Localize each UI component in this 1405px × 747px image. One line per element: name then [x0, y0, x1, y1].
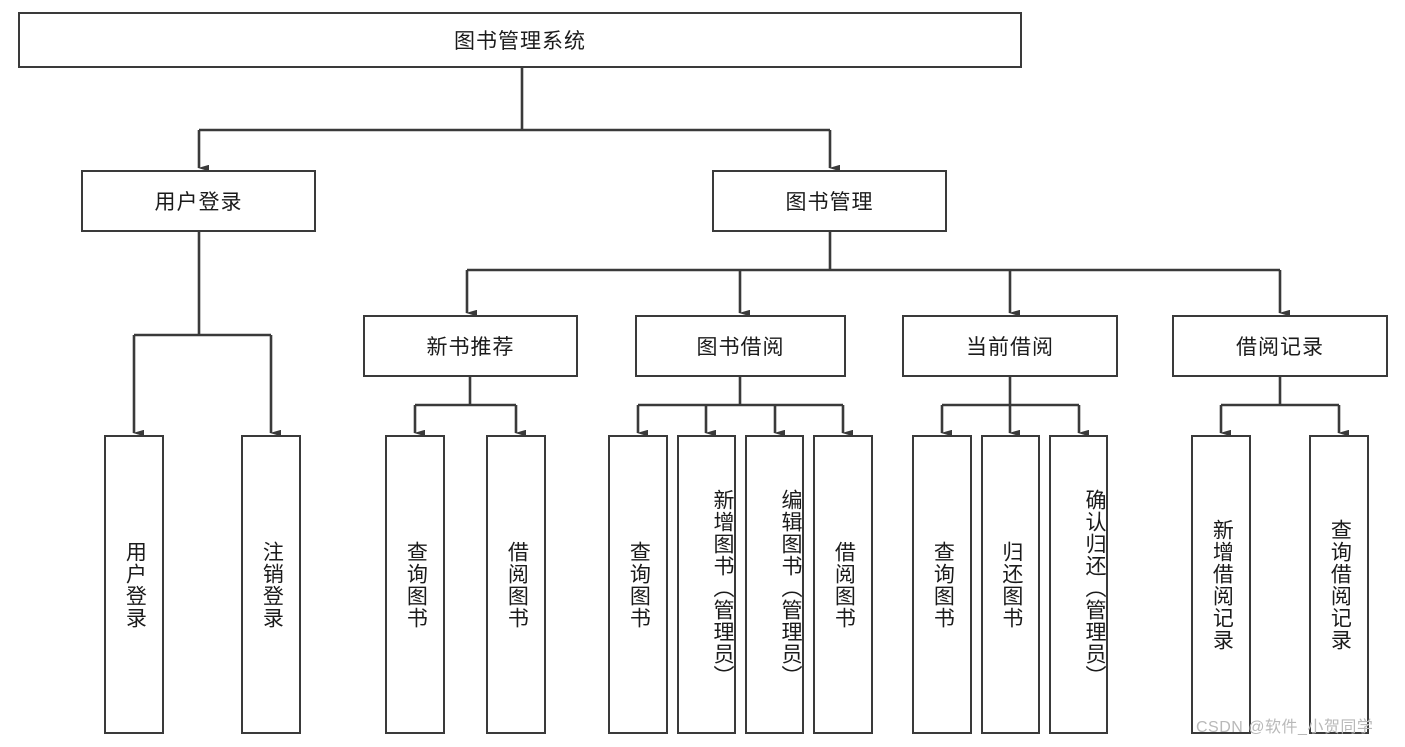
- node-new-book-recommend[interactable]: 新书推荐: [363, 315, 578, 377]
- node-current-borrow[interactable]: 当前借阅: [902, 315, 1118, 377]
- leaf-borrow-book[interactable]: 借阅图书: [813, 435, 873, 734]
- leaf-confirm-return-admin[interactable]: 确认归还（管理员）: [1049, 435, 1108, 734]
- leaf-query-borrow-record[interactable]: 查询借阅记录: [1309, 435, 1369, 734]
- leaf-edit-book-admin[interactable]: 编辑图书（管理员）: [745, 435, 804, 734]
- leaf-add-borrow-record[interactable]: 新增借阅记录: [1191, 435, 1251, 734]
- leaf-user-login[interactable]: 用户登录: [104, 435, 164, 734]
- node-borrow-record[interactable]: 借阅记录: [1172, 315, 1388, 377]
- leaf-return-book[interactable]: 归还图书: [981, 435, 1040, 734]
- leaf-query-book-current[interactable]: 查询图书: [912, 435, 972, 734]
- leaf-query-book-borrow[interactable]: 查询图书: [608, 435, 668, 734]
- csdn-watermark: CSDN @软件_小贺同学: [1196, 719, 1374, 736]
- node-book-management[interactable]: 图书管理: [712, 170, 947, 232]
- leaf-borrow-book-recommend[interactable]: 借阅图书: [486, 435, 546, 734]
- node-root[interactable]: 图书管理系统: [18, 12, 1022, 68]
- node-user-login[interactable]: 用户登录: [81, 170, 316, 232]
- leaf-logout-login[interactable]: 注销登录: [241, 435, 301, 734]
- leaf-query-book-recommend[interactable]: 查询图书: [385, 435, 445, 734]
- leaf-add-book-admin[interactable]: 新增图书（管理员）: [677, 435, 736, 734]
- node-book-borrow[interactable]: 图书借阅: [635, 315, 846, 377]
